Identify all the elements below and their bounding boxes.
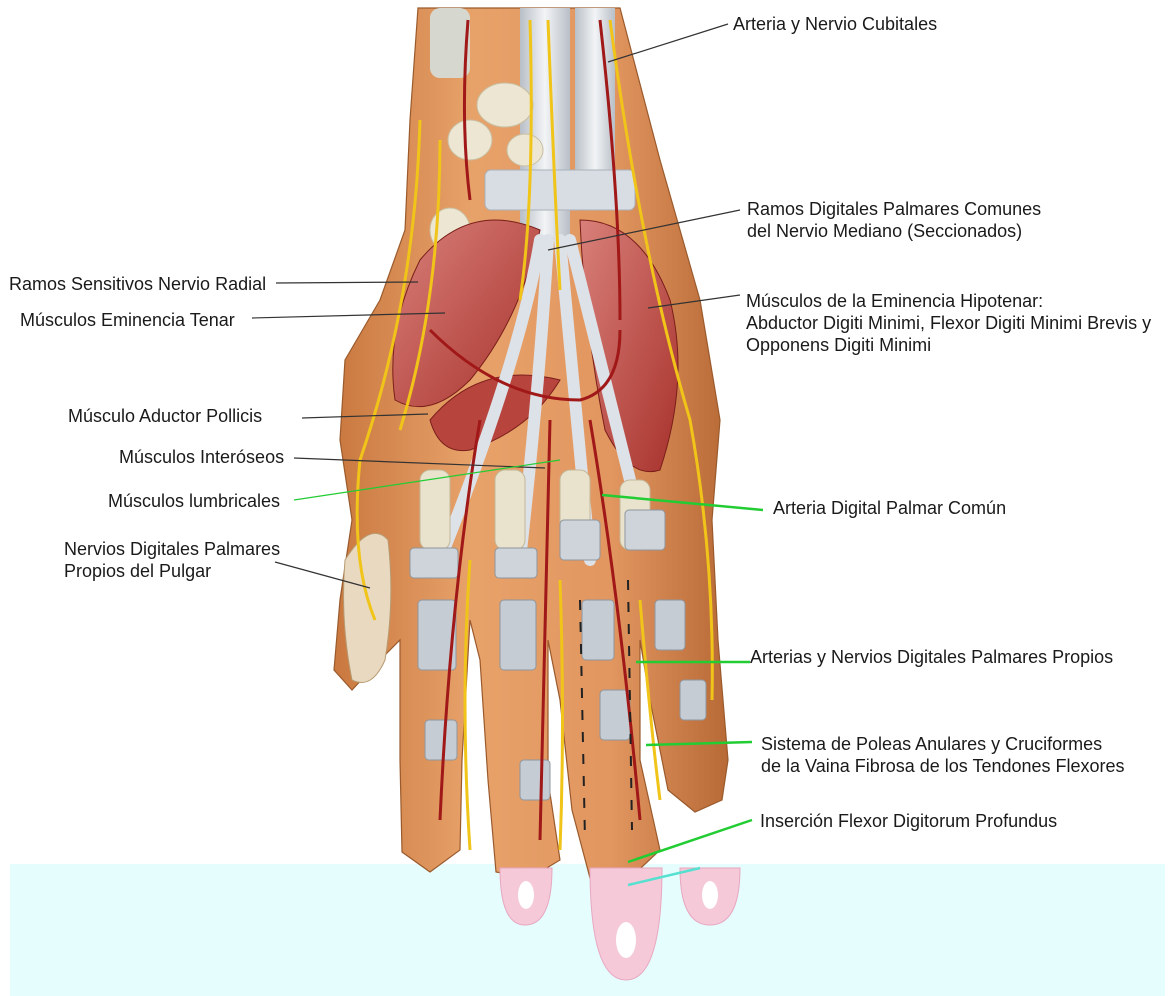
label-sistema-poleas: Sistema de Poleas Anulares y Cruciformes…	[761, 733, 1125, 777]
lower-band	[10, 864, 1165, 996]
label-arteria-digital-palmar-comun: Arteria Digital Palmar Común	[773, 497, 1006, 519]
label-musculo-aductor-pollicis: Músculo Aductor Pollicis	[68, 405, 262, 427]
label-arteria-nervio-cubitales: Arteria y Nervio Cubitales	[733, 13, 937, 35]
thumb	[344, 533, 391, 682]
label-arterias-nervios-propios: Arterias y Nervios Digitales Palmares Pr…	[750, 646, 1113, 668]
label-musculos-eminencia-tenar: Músculos Eminencia Tenar	[20, 309, 235, 331]
label-nervios-digitales-pulgar: Nervios Digitales Palmares Propios del P…	[64, 538, 280, 582]
label-musculos-hipotenar: Músculos de la Eminencia Hipotenar: Abdu…	[746, 290, 1151, 356]
label-musculos-interoseos: Músculos Interóseos	[119, 446, 284, 468]
label-insercion-fdp: Inserción Flexor Digitorum Profundus	[760, 810, 1057, 832]
label-musculos-lumbricales: Músculos lumbricales	[108, 490, 280, 512]
label-ramos-sensitivos-radial: Ramos Sensitivos Nervio Radial	[9, 273, 266, 295]
label-ramos-digitales-comunes: Ramos Digitales Palmares Comunes del Ner…	[747, 198, 1041, 242]
